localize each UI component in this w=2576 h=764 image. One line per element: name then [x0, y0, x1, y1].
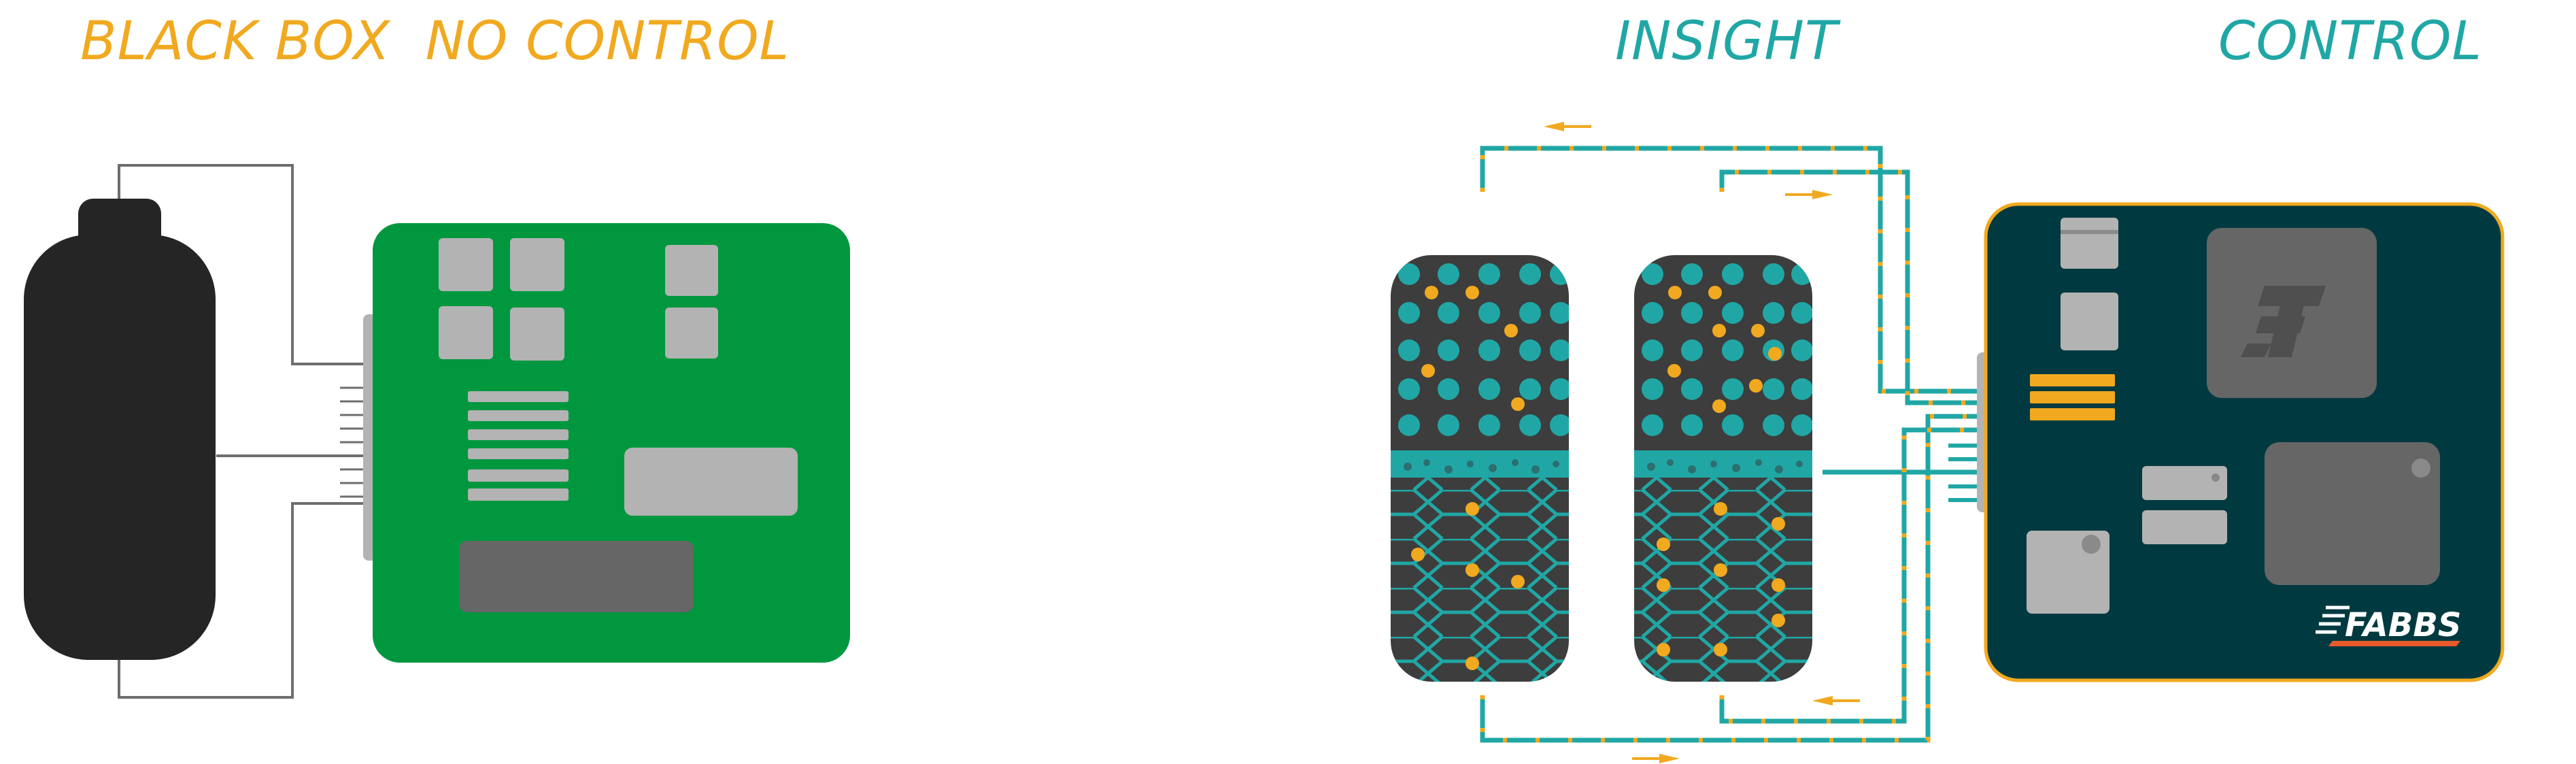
control-board-icon: [1984, 202, 2505, 682]
circuit-board-icon: [373, 223, 850, 663]
battery-cell-icon: [1634, 255, 1812, 682]
fabbs-logo-text: FABBS: [2345, 606, 2462, 644]
battery-cell-icon: [1391, 255, 1569, 682]
fabbs-logo-icon: FABBS: [2316, 605, 2462, 646]
heading-insight: INSIGHT: [1615, 11, 1838, 72]
heading-control: CONTROL: [2218, 11, 2482, 72]
battery-wires: [118, 164, 365, 699]
flow-arrow-icon: [1544, 122, 1860, 763]
battery-icon: [24, 199, 216, 660]
insight-control-group: FABBS: [1391, 122, 2505, 763]
chip-logo-icon: [2241, 286, 2326, 357]
black-box-group: [24, 164, 850, 699]
heading-black-box: BLACK BOX NO CONTROL: [80, 11, 790, 72]
sensor-wire-dots: [1480, 146, 1986, 743]
